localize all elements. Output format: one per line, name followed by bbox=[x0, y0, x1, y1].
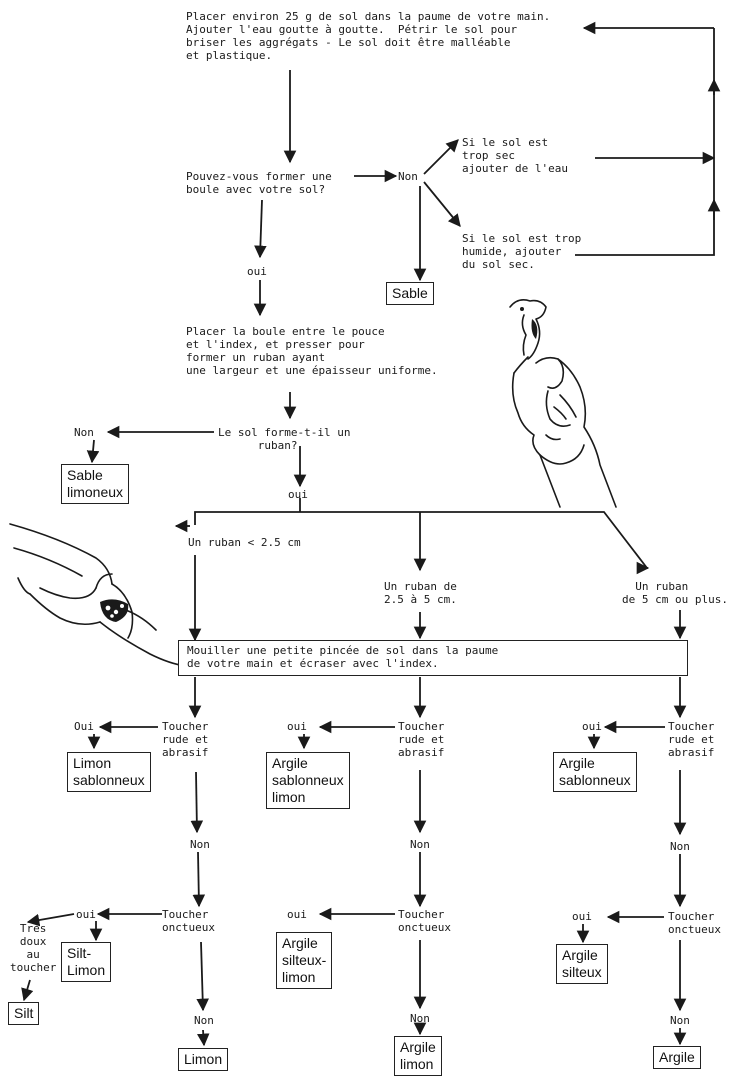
ribbon-yes-label: oui bbox=[288, 488, 308, 501]
ribbon-short-label: Un ruban < 2.5 cm bbox=[188, 536, 301, 549]
col3-gritty-question: Toucher rude et abrasif bbox=[668, 720, 715, 759]
col3-gritty-no-label: Non bbox=[670, 840, 690, 853]
col2-gritty-no-label: Non bbox=[410, 838, 430, 851]
col2-smooth-no-label: Non bbox=[410, 1012, 430, 1025]
col1-smooth-question: Toucher onctueux bbox=[162, 908, 215, 934]
ball-no-label: Non bbox=[398, 170, 418, 183]
col3-smooth-no-label: Non bbox=[670, 1014, 690, 1027]
too-dry-instruction: Si le sol est trop sec ajouter de l'eau bbox=[462, 136, 568, 175]
result-silt: Silt bbox=[8, 1002, 40, 1025]
col3-gritty-yes-label: oui bbox=[582, 720, 602, 733]
col1-smooth-yes-label: oui bbox=[76, 908, 96, 921]
intro-instruction: Placer environ 25 g de sol dans la paume… bbox=[186, 10, 551, 62]
result-limon: Limon bbox=[178, 1048, 229, 1071]
hand-forming-ribbon-illustration bbox=[509, 299, 617, 508]
result-argile-sablonneux-limon: Argile sablonneux limon bbox=[266, 752, 350, 809]
col3-smooth-yes-label: oui bbox=[572, 910, 592, 923]
col1-very-smooth-label: Très doux au toucher bbox=[10, 922, 57, 974]
col2-gritty-question: Toucher rude et abrasif bbox=[398, 720, 445, 759]
ribbon-long-label: Un ruban de 5 cm ou plus. bbox=[622, 580, 728, 606]
col1-gritty-question: Toucher rude et abrasif bbox=[162, 720, 209, 759]
result-limon-sablonneux: Limon sablonneux bbox=[67, 752, 151, 792]
col2-gritty-yes-label: oui bbox=[287, 720, 307, 733]
ribbon-instruction: Placer la boule entre le pouce et l'inde… bbox=[186, 325, 438, 377]
result-argile-limon: Argile limon bbox=[394, 1036, 442, 1076]
ribbon-no-label: Non bbox=[74, 426, 94, 439]
result-argile-silteux-limon: Argile silteux- limon bbox=[276, 932, 333, 989]
ball-yes-label: oui bbox=[247, 265, 267, 278]
col1-smooth-no-label: Non bbox=[194, 1014, 214, 1027]
result-argile-silteux: Argile silteux bbox=[556, 944, 608, 984]
col1-gritty-yes-label: Oui bbox=[74, 720, 94, 733]
result-sable: Sable bbox=[386, 282, 434, 305]
col3-smooth-question: Toucher onctueux bbox=[668, 910, 721, 936]
hand-rubbing-soil-illustration bbox=[9, 523, 187, 667]
ball-question: Pouvez-vous former une boule avec votre … bbox=[186, 170, 332, 196]
result-sable-limoneux: Sable limoneux bbox=[61, 464, 130, 504]
result-argile: Argile bbox=[653, 1046, 701, 1069]
col1-gritty-no-label: Non bbox=[190, 838, 210, 851]
result-silt-limon: Silt- Limon bbox=[61, 942, 112, 982]
too-wet-instruction: Si le sol est trop humide, ajouter du so… bbox=[462, 232, 582, 271]
ribbon-mid-label: Un ruban de 2.5 à 5 cm. bbox=[384, 580, 457, 606]
col2-smooth-question: Toucher onctueux bbox=[398, 908, 451, 934]
col2-smooth-yes-label: oui bbox=[287, 908, 307, 921]
result-argile-sablonneux: Argile sablonneux bbox=[553, 752, 637, 792]
wet-instruction-box: Mouiller une petite pincée de sol dans l… bbox=[178, 640, 688, 676]
wet-instruction: Mouiller une petite pincée de sol dans l… bbox=[187, 644, 499, 670]
ribbon-question: Le sol forme-t-il un ruban? bbox=[218, 426, 351, 452]
